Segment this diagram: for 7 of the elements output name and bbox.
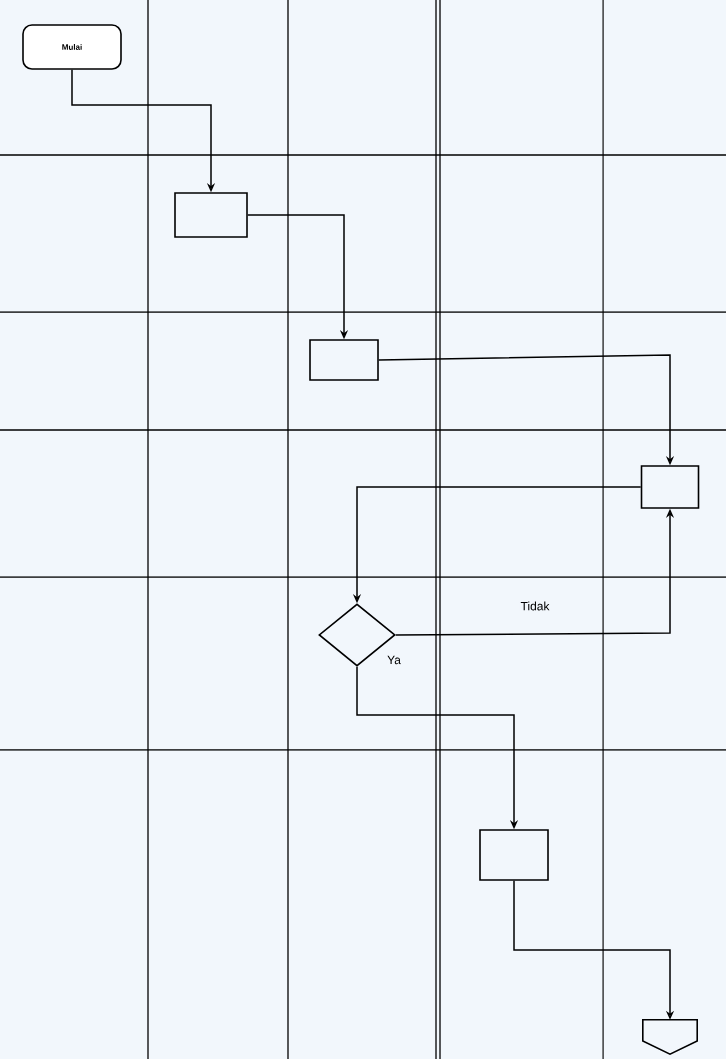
process-box	[309, 339, 379, 381]
process-box	[174, 192, 248, 238]
off-page-connector	[642, 1019, 698, 1056]
edge-label: Tidak	[519, 600, 551, 612]
process-box	[479, 829, 549, 881]
edge-label: Ya	[386, 654, 402, 666]
process-box	[640, 465, 700, 509]
